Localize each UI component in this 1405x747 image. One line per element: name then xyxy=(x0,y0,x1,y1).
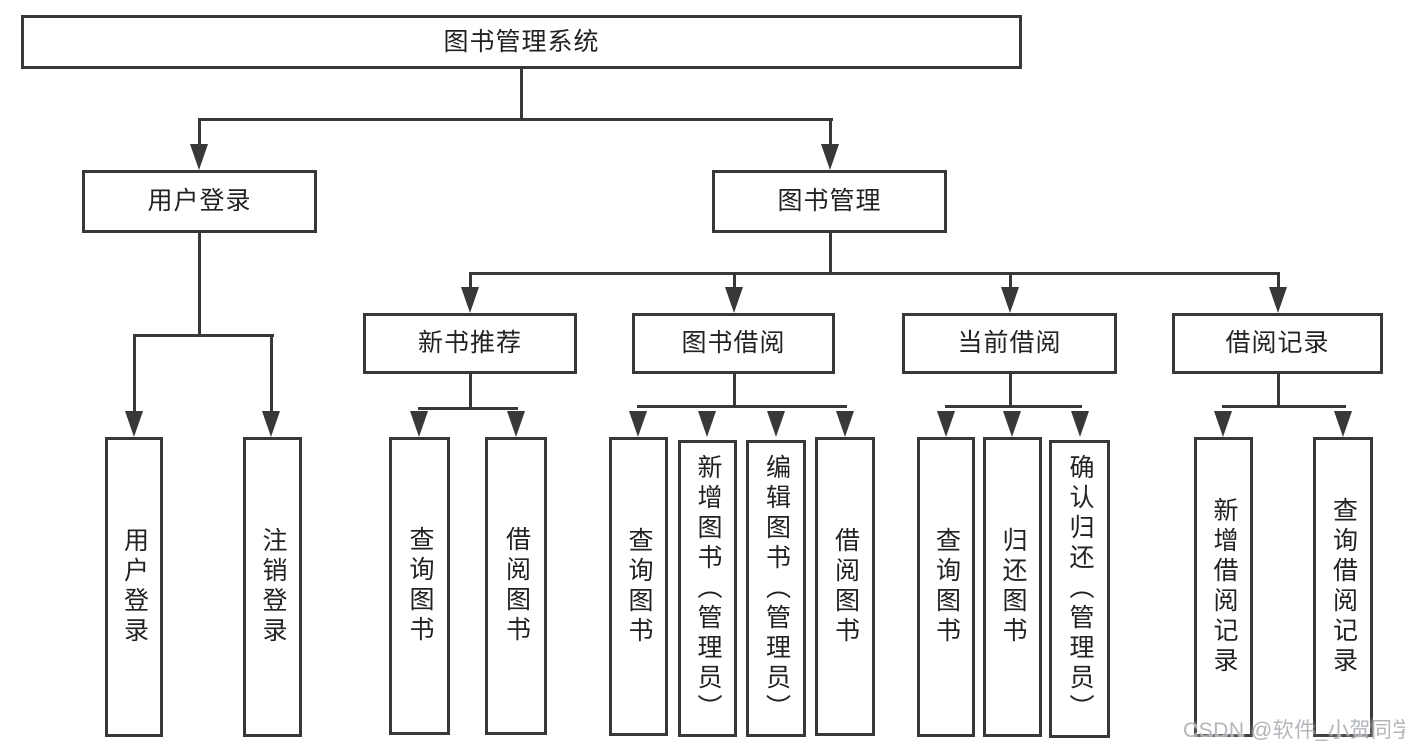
node-new-book-label: 新书推荐 xyxy=(417,329,522,357)
connector-line xyxy=(733,272,736,290)
watermark: CSDN @软件_小贺同学 xyxy=(1183,719,1405,742)
connector-line xyxy=(198,118,201,148)
connector-line xyxy=(1277,374,1280,408)
leaf-logout-label: 注销登录 xyxy=(259,527,287,647)
leaf-query-book-2-label: 查询图书 xyxy=(625,526,653,647)
arrow-down-icon xyxy=(629,411,647,437)
connector-line xyxy=(1222,405,1346,408)
leaf-confirm-return-admin: 确认归还（管理员） xyxy=(1049,440,1110,738)
arrow-down-icon xyxy=(836,411,854,437)
node-new-book: 新书推荐 xyxy=(363,313,577,374)
connector-line xyxy=(945,405,1082,408)
arrow-down-icon xyxy=(698,411,716,437)
leaf-borrow-book-2-label: 借阅图书 xyxy=(831,526,860,647)
node-current-borrow-label: 当前借阅 xyxy=(957,329,1062,357)
leaf-query-book-3-label: 查询图书 xyxy=(932,527,961,647)
connector-line xyxy=(1009,272,1012,290)
leaf-edit-book-admin: 编辑图书（管理员） xyxy=(746,440,806,737)
node-book-mgmt: 图书管理 xyxy=(712,170,947,233)
arrow-down-icon xyxy=(1001,287,1019,313)
arrow-down-icon xyxy=(1269,287,1287,313)
leaf-borrow-book-1: 借阅图书 xyxy=(485,437,547,735)
leaf-edit-book-admin-label: 编辑图书（管理员） xyxy=(762,453,791,724)
leaf-query-book-1: 查询图书 xyxy=(389,437,450,735)
arrow-down-icon xyxy=(1214,411,1232,437)
leaf-query-borrow-record-label: 查询借阅记录 xyxy=(1329,497,1358,677)
node-root: 图书管理系统 xyxy=(21,15,1022,69)
arrow-down-icon xyxy=(725,287,743,313)
leaf-query-book-2: 查询图书 xyxy=(609,437,668,736)
node-user-login: 用户登录 xyxy=(82,170,317,233)
connector-line xyxy=(733,374,736,408)
leaf-query-borrow-record: 查询借阅记录 xyxy=(1313,437,1373,737)
connector-line xyxy=(1009,374,1012,408)
connector-line xyxy=(1277,272,1280,290)
leaf-borrow-book-1-label: 借阅图书 xyxy=(502,526,531,646)
arrow-down-icon xyxy=(410,411,428,437)
node-book-mgmt-label: 图书管理 xyxy=(777,187,882,215)
leaf-logout: 注销登录 xyxy=(243,437,302,737)
leaf-borrow-book-2: 借阅图书 xyxy=(815,437,875,736)
arrow-down-icon xyxy=(937,411,955,437)
connector-line xyxy=(469,272,1280,275)
connector-line xyxy=(637,405,847,408)
arrow-down-icon xyxy=(1003,411,1021,437)
arrow-down-icon xyxy=(262,411,280,437)
node-borrow-record: 借阅记录 xyxy=(1172,313,1383,374)
leaf-return-book: 归还图书 xyxy=(983,437,1042,737)
arrow-down-icon xyxy=(1334,411,1352,437)
connector-line xyxy=(198,118,833,121)
arrow-down-icon xyxy=(507,411,525,437)
arrow-down-icon xyxy=(821,144,839,170)
node-borrow-record-label: 借阅记录 xyxy=(1225,329,1330,357)
node-current-borrow: 当前借阅 xyxy=(902,313,1117,374)
node-user-login-label: 用户登录 xyxy=(147,187,252,215)
connector-line xyxy=(198,233,201,337)
arrow-down-icon xyxy=(125,411,143,437)
node-root-label: 图书管理系统 xyxy=(443,27,600,56)
connector-line xyxy=(418,407,518,410)
node-book-borrow: 图书借阅 xyxy=(632,313,835,374)
connector-line xyxy=(469,374,472,410)
arrow-down-icon xyxy=(461,287,479,313)
leaf-user-login-label: 用户登录 xyxy=(120,527,149,647)
arrow-down-icon xyxy=(190,144,208,170)
leaf-confirm-return-admin-label: 确认归还（管理员） xyxy=(1066,454,1094,724)
leaf-add-book-admin-label: 新增图书（管理员） xyxy=(694,453,722,724)
connector-line xyxy=(270,334,273,414)
leaf-add-borrow-record: 新增借阅记录 xyxy=(1194,437,1253,737)
node-book-borrow-label: 图书借阅 xyxy=(681,329,786,357)
connector-line xyxy=(133,334,136,414)
connector-line xyxy=(133,334,274,337)
leaf-query-book-1-label: 查询图书 xyxy=(406,526,434,646)
leaf-add-book-admin: 新增图书（管理员） xyxy=(678,440,737,737)
leaf-query-book-3: 查询图书 xyxy=(917,437,975,737)
leaf-return-book-label: 归还图书 xyxy=(999,527,1027,647)
leaf-user-login: 用户登录 xyxy=(105,437,163,737)
connector-line xyxy=(829,118,832,148)
arrow-down-icon xyxy=(767,411,785,437)
connector-line xyxy=(829,233,832,275)
connector-line xyxy=(520,68,523,119)
arrow-down-icon xyxy=(1071,411,1089,437)
leaf-add-borrow-record-label: 新增借阅记录 xyxy=(1210,497,1238,677)
connector-line xyxy=(469,272,472,290)
